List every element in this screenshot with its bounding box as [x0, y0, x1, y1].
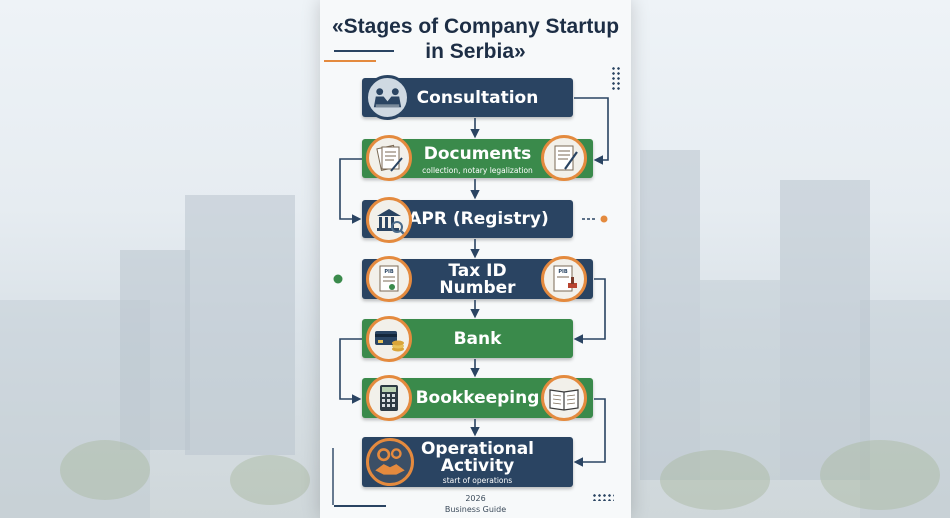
- stage-label: Bookkeeping: [415, 388, 540, 408]
- stage-label: Bank: [453, 329, 502, 349]
- footer-caption: Business Guide: [444, 505, 507, 514]
- footer-dot-decoration: [592, 493, 614, 501]
- stage-label-line-2: Activity: [440, 456, 515, 476]
- ledger-book-icon: [541, 375, 587, 421]
- stage-sublabel: start of operations: [442, 476, 513, 485]
- footer-year: 2026: [465, 494, 486, 503]
- infographic-card: «Stages of Company Startup in Serbia» Co…: [320, 0, 631, 518]
- footer-line-decoration: [334, 505, 386, 507]
- signed-document-icon: [541, 135, 587, 181]
- handshake-meeting-icon: [365, 75, 410, 120]
- documents-stack-icon: [366, 135, 412, 181]
- pib-text: PIB: [384, 269, 394, 275]
- dot-grid-decoration: [611, 66, 621, 92]
- pib-text: PIB: [558, 269, 568, 275]
- stage-label-line-2: Number: [439, 278, 516, 298]
- stage-label-line-1: Operational: [420, 439, 535, 459]
- registry-building-icon: [366, 197, 412, 243]
- title-line-1: «Stages of Company Startup: [331, 15, 620, 38]
- pib-form-icon: PIB: [366, 256, 412, 302]
- bank-card-coins-icon: [366, 316, 412, 362]
- title-underline-accent: [324, 60, 376, 62]
- stage-sublabel: collection, notary legalization: [422, 166, 533, 175]
- infographic-title: «Stages of Company Startup in Serbia»: [320, 14, 631, 64]
- pib-stamp-icon: PIB: [541, 256, 587, 302]
- calculator-icon: [366, 375, 412, 421]
- title-underline-left: [334, 50, 394, 52]
- gears-handshake-icon: [366, 438, 414, 486]
- stage-label: Consultation: [416, 88, 539, 108]
- stage-label: Documents: [423, 144, 532, 164]
- title-line-2: in Serbia»: [425, 40, 526, 63]
- stage-label: APR (Registry): [408, 209, 549, 229]
- stage-label-line-1: Tax ID: [448, 261, 507, 281]
